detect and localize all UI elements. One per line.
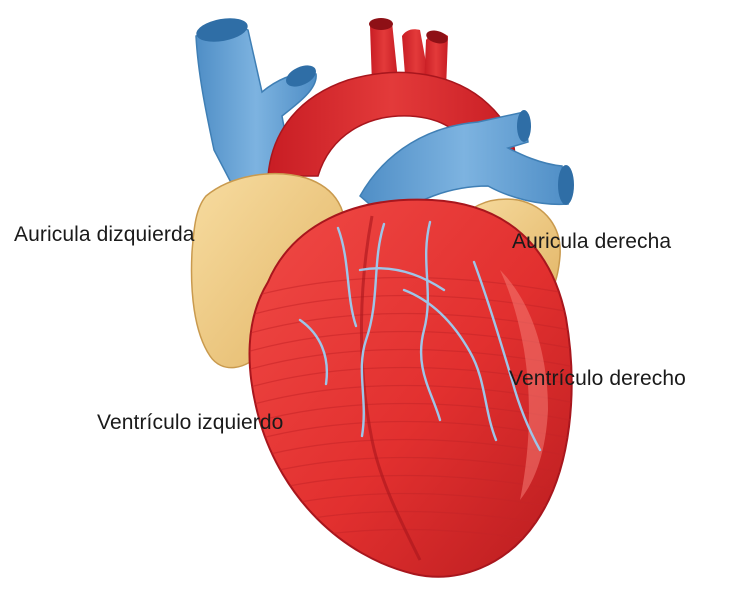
label-left-atrium: Auricula dizquierda xyxy=(14,224,195,245)
label-right-ventricle: Ventrículo derecho xyxy=(509,368,686,389)
label-left-ventricle: Ventrículo izquierdo xyxy=(97,412,283,433)
label-right-atrium: Auricula derecha xyxy=(512,231,671,252)
